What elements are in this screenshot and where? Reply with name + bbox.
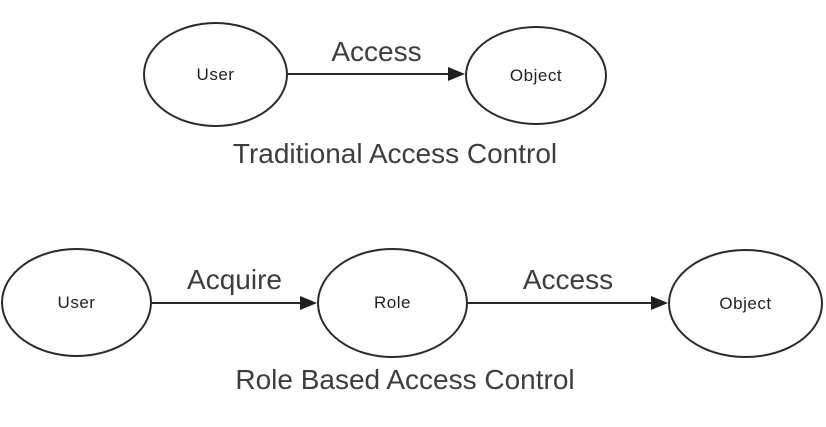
traditional-access-control-title: Traditional Access Control <box>232 138 558 169</box>
edge-access-label: Access <box>522 264 614 295</box>
node-object-label: Object <box>509 65 563 85</box>
node-object: Object <box>465 26 607 125</box>
node-role: Role <box>317 248 468 358</box>
node-user: User <box>143 22 288 127</box>
arrowhead-icon <box>651 296 668 310</box>
arrow-line <box>288 73 448 75</box>
role-based-access-control-title: Role Based Access Control <box>235 364 575 395</box>
edge-role-to-object-arrow <box>468 296 668 310</box>
node-object: Object <box>668 249 823 358</box>
arrowhead-icon <box>300 296 317 310</box>
arrow-line <box>468 302 651 304</box>
node-user-label: User <box>57 292 96 312</box>
node-user-label: User <box>196 64 235 84</box>
arrowhead-icon <box>448 67 465 81</box>
arrow-line <box>152 302 300 304</box>
node-role-label: Role <box>374 293 411 312</box>
edge-user-to-object-arrow <box>288 67 465 81</box>
node-user: User <box>1 248 152 357</box>
edge-user-to-role-arrow <box>152 296 317 310</box>
edge-access-label: Access <box>331 36 422 67</box>
node-object-label: Object <box>719 293 772 313</box>
edge-acquire-label: Acquire <box>187 264 282 295</box>
